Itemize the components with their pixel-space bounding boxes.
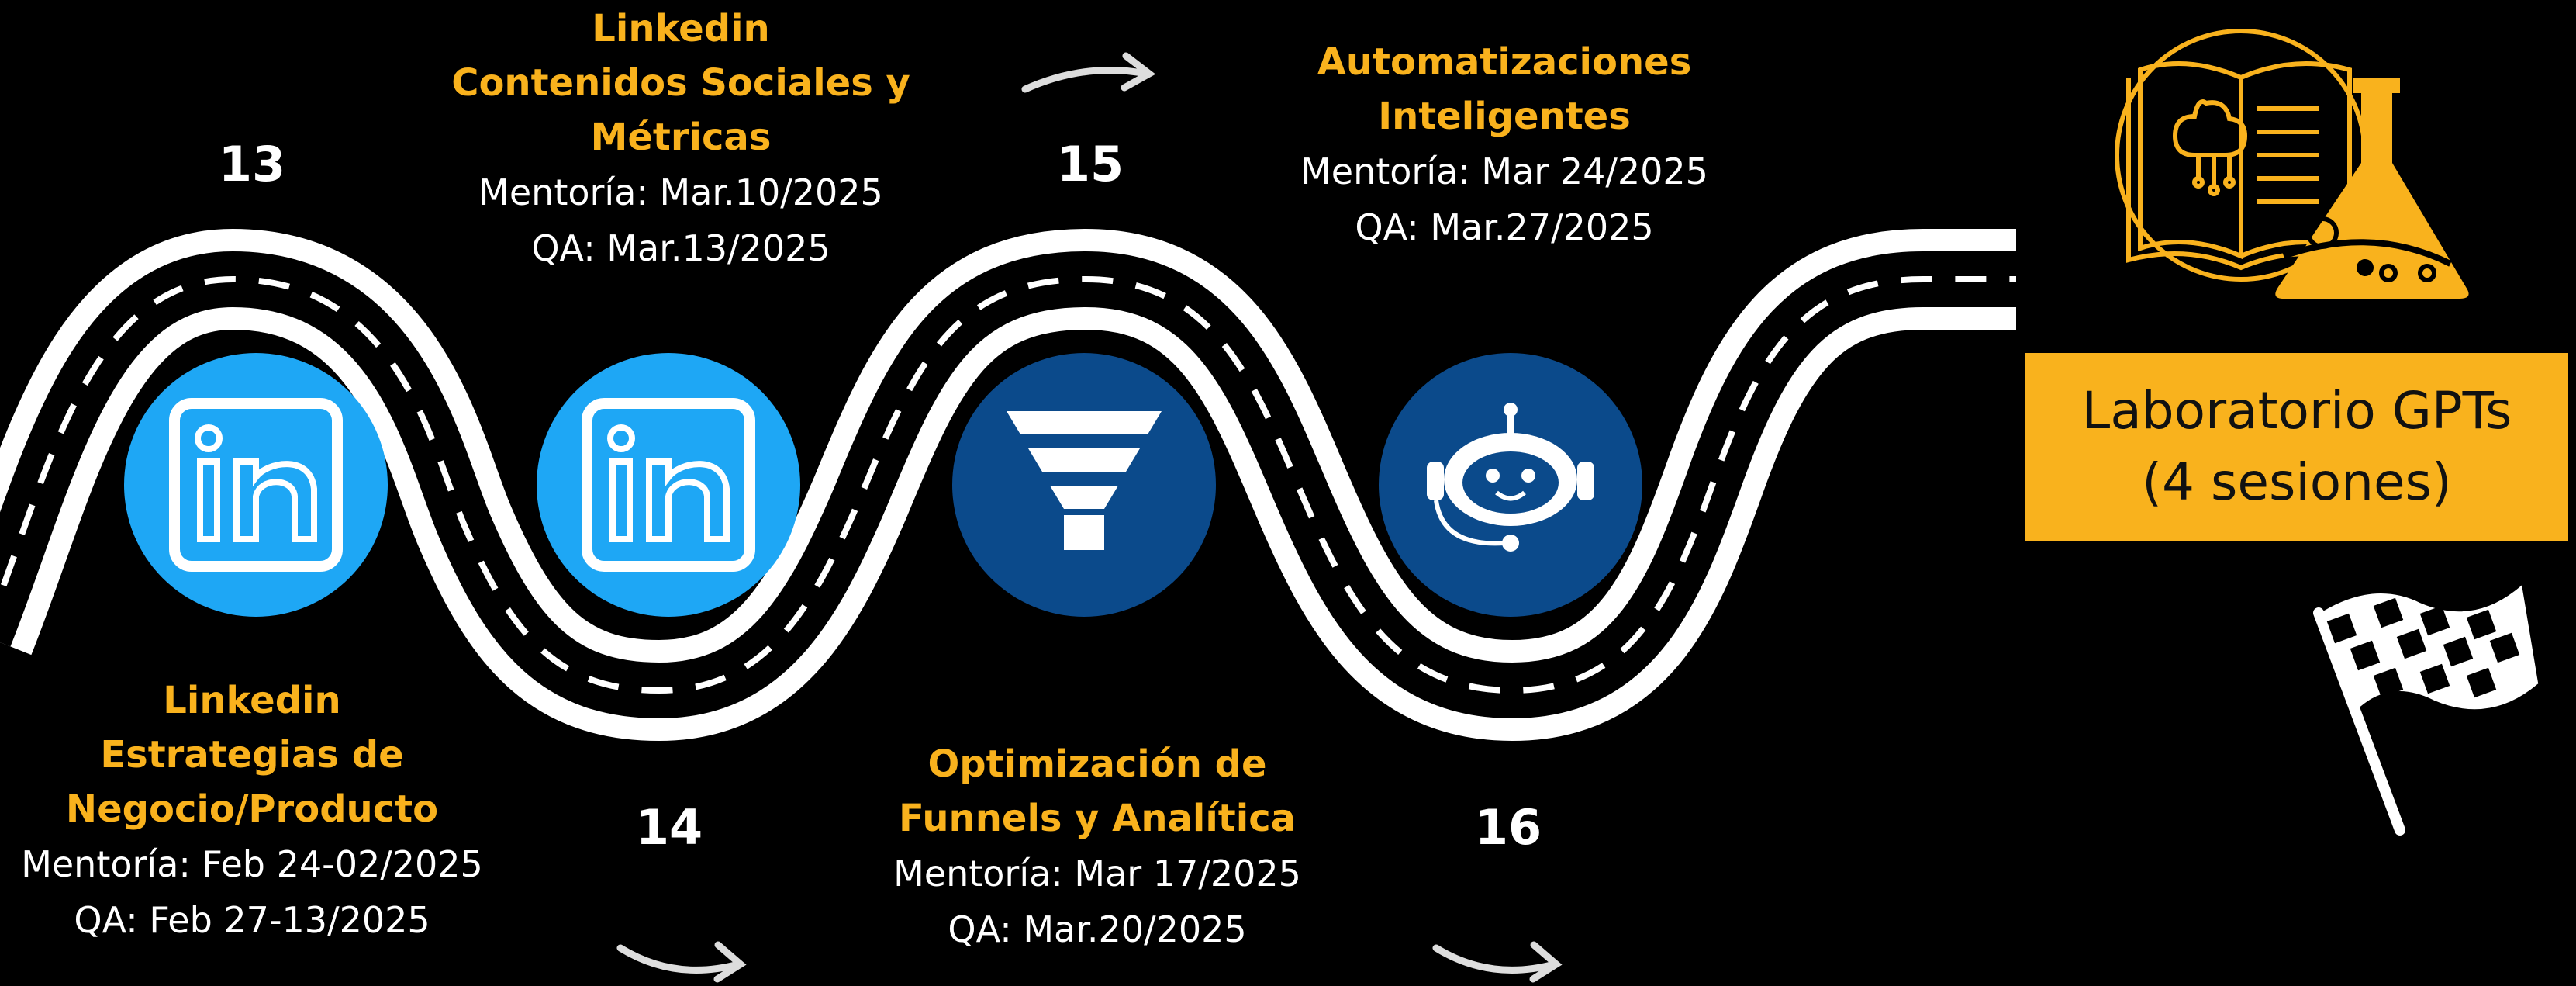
robot-icon (1379, 353, 1642, 617)
step-13-block: Linkedin Estrategias de Negocio/Producto… (21, 673, 483, 948)
title-line: Contenidos Sociales y (451, 61, 910, 105)
lab-sessions: (4 sesiones) (2142, 452, 2452, 512)
flask-icon (2275, 78, 2469, 299)
qa-date: QA: Mar.13/2025 (531, 227, 830, 269)
linkedin-icon (537, 353, 800, 617)
step-14-block: Linkedin Contenidos Sociales y Métricas … (451, 2, 910, 276)
lab-title: Laboratorio GPTs (2081, 381, 2512, 441)
step-dates: Mentoría: Mar 24/2025 QA: Mar.27/2025 (1300, 144, 1708, 255)
step-15-block: Optimización de Funnels y Analítica Ment… (893, 737, 1301, 957)
step-16-block: Automatizaciones Inteligentes Mentoría: … (1300, 35, 1708, 255)
step-title: Automatizaciones Inteligentes (1300, 35, 1708, 144)
step-number: 16 (1474, 799, 1542, 856)
title-line: Inteligentes (1378, 95, 1631, 138)
step-dates: Mentoría: Mar 17/2025 QA: Mar.20/2025 (893, 846, 1301, 957)
mentoria-date: Mentoría: Mar 17/2025 (893, 853, 1301, 894)
lab-box: Laboratorio GPTs (4 sesiones) (2025, 353, 2568, 541)
step-title: Optimización de Funnels y Analítica (893, 737, 1301, 846)
checkered-flag-icon (2313, 585, 2539, 836)
step-title: Linkedin Contenidos Sociales y Métricas (451, 2, 910, 164)
title-line: Funnels y Analítica (898, 797, 1297, 840)
step-dates: Mentoría: Feb 24-02/2025 QA: Feb 27-13/2… (21, 836, 483, 948)
title-line: Linkedin (163, 679, 341, 722)
mentoria-date: Mentoría: Feb 24-02/2025 (21, 843, 483, 885)
arrow-right-icon (616, 941, 747, 983)
title-line: Negocio/Producto (65, 787, 439, 831)
title-line: Optimización de (927, 742, 1267, 786)
qa-date: QA: Feb 27-13/2025 (74, 899, 430, 941)
arrow-right-icon (1432, 941, 1563, 983)
qa-date: QA: Mar.27/2025 (1355, 206, 1654, 248)
step-number: 14 (635, 799, 703, 856)
step-number: 13 (218, 136, 286, 192)
linkedin-icon (124, 353, 388, 617)
title-line: Métricas (590, 116, 772, 159)
step-dates: Mentoría: Mar.10/2025 QA: Mar.13/2025 (451, 164, 910, 276)
step-title: Linkedin Estrategias de Negocio/Producto (21, 673, 483, 836)
mentoria-date: Mentoría: Mar 24/2025 (1300, 150, 1708, 192)
step-number: 15 (1056, 136, 1124, 192)
arrow-right-icon (1021, 52, 1156, 93)
road-center-line (0, 275, 2016, 694)
title-line: Linkedin (592, 7, 770, 50)
title-line: Estrategias de (100, 733, 404, 777)
title-line: Automatizaciones (1317, 40, 1692, 84)
mentoria-date: Mentoría: Mar.10/2025 (478, 171, 883, 213)
funnel-icon (952, 353, 1216, 617)
qa-date: QA: Mar.20/2025 (948, 908, 1247, 950)
